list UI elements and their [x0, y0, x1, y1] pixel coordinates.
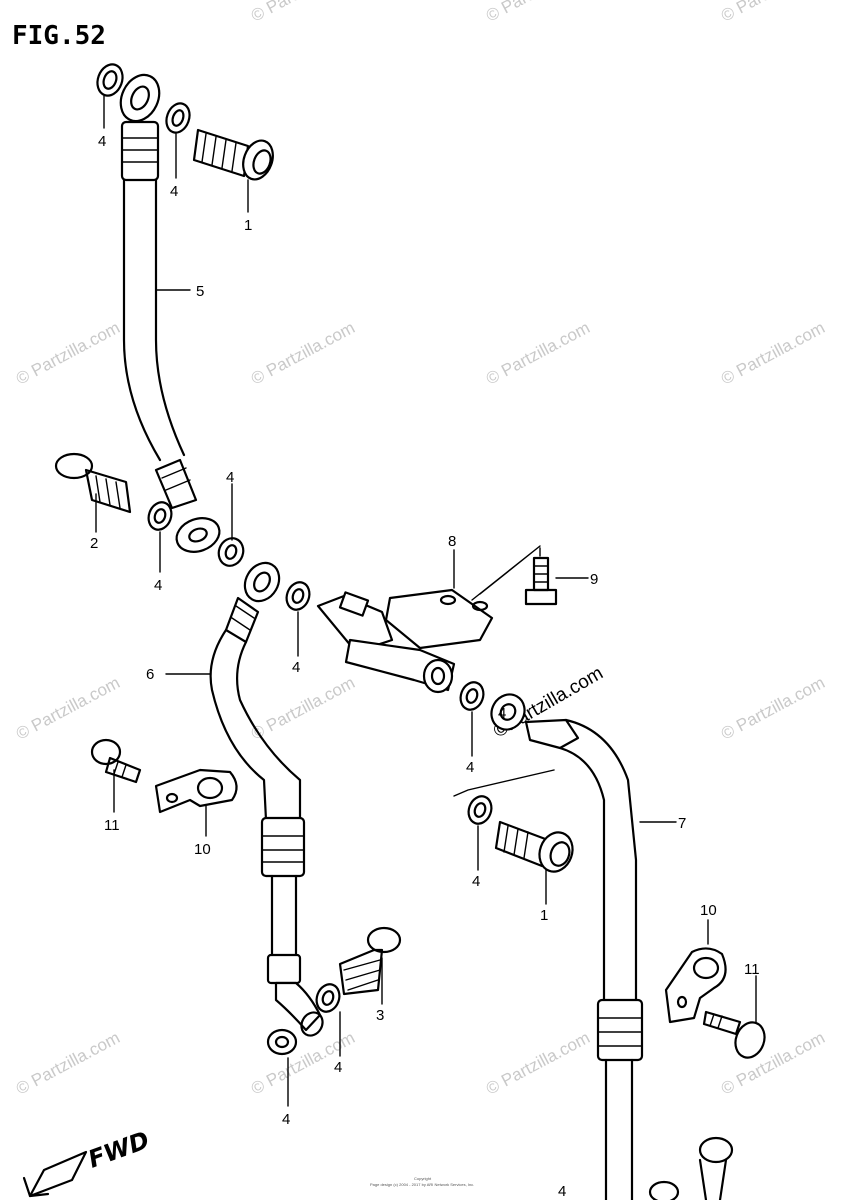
middle-brake-hose [209, 561, 324, 1037]
watermark: © Partzilla.com [718, 1028, 828, 1099]
callout-8: 8 [448, 533, 456, 550]
watermark: © Partzilla.com [718, 318, 828, 389]
callout-5: 5 [196, 283, 204, 300]
callout-4: 4 [154, 577, 162, 594]
clamp-bolt-right [702, 1010, 766, 1059]
watermark: © Partzilla.com [13, 673, 123, 744]
leader-lines [95, 95, 757, 1107]
watermark: © Partzilla.com [483, 318, 593, 389]
watermark: © Partzilla.com [718, 0, 828, 26]
upper-brake-hose [119, 73, 221, 553]
copyright-line: Page design (c) 2004 - 2017 by ARI Netwo… [370, 1182, 474, 1187]
joint-mounting-bolt [524, 556, 558, 606]
right-brake-hose [490, 693, 680, 1200]
callouts: 4 4 1 5 4 2 4 8 9 4 6 4 11 10 7 4 1 10 1… [90, 133, 760, 1200]
watermark: © Partzilla.com [248, 673, 358, 744]
forward-direction-indicator: FWD [22, 1126, 153, 1198]
callout-4: 4 [466, 759, 474, 776]
hose-clamp-left [154, 768, 238, 814]
banjo-bolt-bottom [698, 1136, 734, 1200]
watermark: © Partzilla.com [13, 318, 123, 389]
callout-4: 4 [472, 873, 480, 890]
callout-4: 4 [292, 659, 300, 676]
callout-10: 10 [194, 841, 211, 858]
washers-middle [266, 581, 341, 1056]
watermark: © Partzilla.com [248, 0, 358, 26]
callout-4: 4 [334, 1059, 342, 1076]
callout-6: 6 [146, 666, 154, 683]
watermark: © Partzilla.com [483, 1028, 593, 1099]
callout-11: 11 [104, 817, 120, 834]
callout-3: 3 [376, 1007, 384, 1024]
leader-line-1b [453, 769, 555, 797]
copyright-heading: Copyright [414, 1176, 432, 1181]
washer-joint [459, 681, 485, 711]
watermark: © Partzilla.com [718, 673, 828, 744]
callout-1: 1 [244, 217, 252, 234]
watermark: © Partzilla.com [13, 1028, 123, 1099]
callout-9: 9 [590, 571, 598, 588]
callout-4: 4 [226, 469, 234, 486]
banjo-bolt-upper [192, 128, 274, 181]
callout-7: 7 [678, 815, 686, 832]
callout-10: 10 [700, 902, 717, 919]
hose-clamp-right [664, 947, 727, 1024]
callout-4: 4 [558, 1183, 566, 1200]
washers-upper [96, 63, 245, 567]
leader-line-9 [471, 545, 541, 601]
callout-4: 4 [498, 705, 506, 722]
banjo-bolt-right [467, 795, 574, 873]
banjo-bolt-left [54, 452, 132, 514]
watermark: © Partzilla.com [248, 318, 358, 389]
callout-1: 1 [540, 907, 548, 924]
callout-4: 4 [282, 1111, 290, 1128]
fwd-label: FWD [84, 1126, 153, 1174]
callout-4: 4 [98, 133, 106, 150]
callout-4: 4 [170, 183, 178, 200]
figure-title: FIG.52 [12, 21, 106, 51]
callout-2: 2 [90, 535, 98, 552]
watermark: © Partzilla.com [483, 0, 593, 26]
banjo-bolt-lower [338, 926, 402, 996]
brake-hose-joint [316, 588, 494, 694]
clamp-bolt-left [90, 738, 142, 784]
callout-11: 11 [744, 961, 760, 978]
